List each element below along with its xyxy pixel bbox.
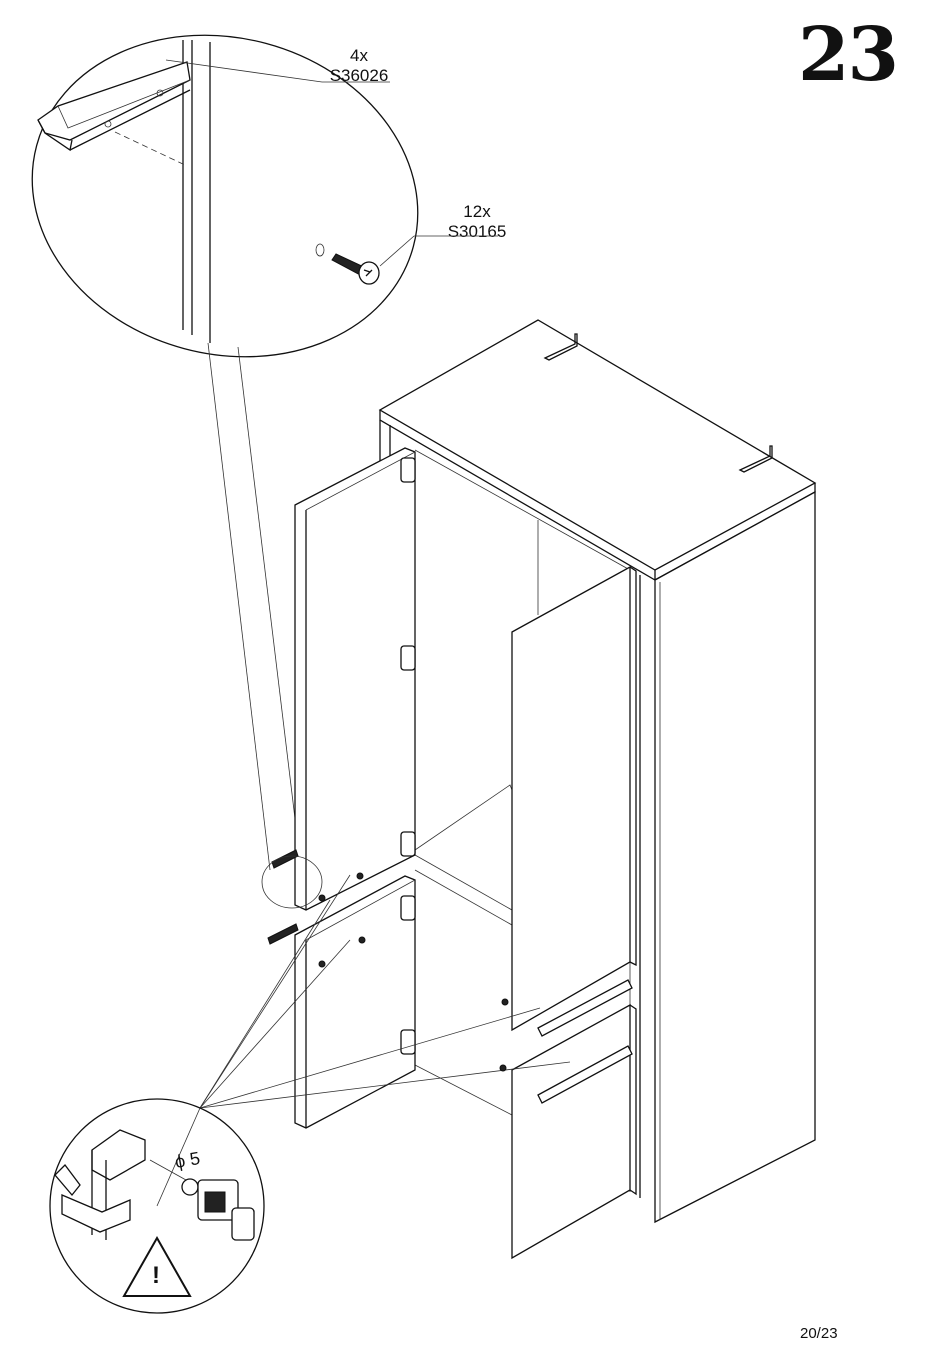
- screw-icon: [332, 254, 379, 284]
- right-lower-door: [512, 1005, 636, 1258]
- warning-exclamation: !: [152, 1262, 160, 1290]
- left-upper-door: [295, 448, 415, 910]
- drill-icon: [150, 1160, 254, 1240]
- right-upper-door: [512, 567, 636, 1036]
- drill-diameter-label: ϕ 5: [173, 1148, 201, 1173]
